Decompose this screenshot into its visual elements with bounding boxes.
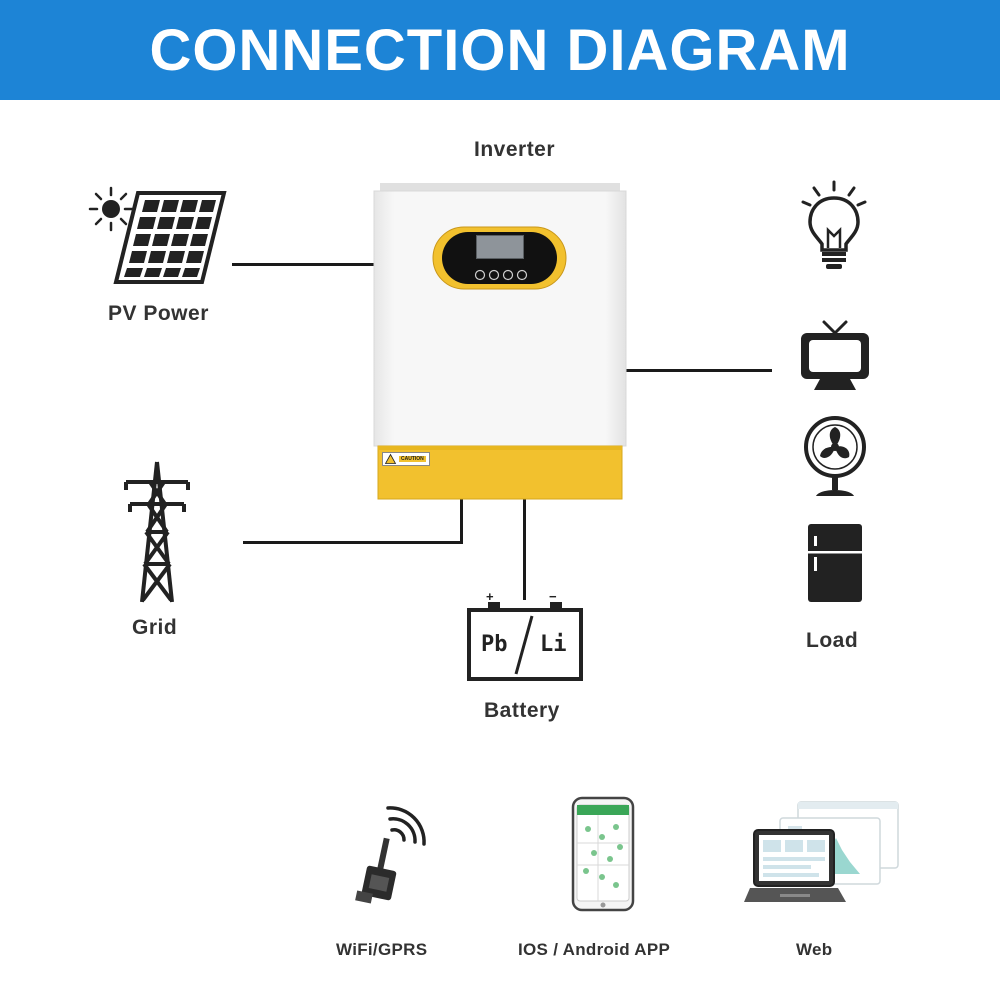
header-banner: CONNECTION DIAGRAM — [0, 0, 1000, 100]
caution-text: CAUTION — [399, 456, 426, 462]
solar-panel-icon — [112, 190, 228, 286]
battery-label: Battery — [484, 699, 560, 722]
light-bulb-icon — [800, 180, 868, 272]
grid-wire-horizontal — [243, 541, 463, 544]
battery-pb-text: Pb — [481, 632, 508, 657]
refrigerator-icon — [808, 524, 862, 604]
wifi-gprs-label: WiFi/GPRS — [336, 940, 428, 959]
grid-label: Grid — [132, 616, 178, 639]
battery-minus: − — [549, 589, 557, 604]
control-buttons — [474, 268, 530, 281]
diagram-title: CONNECTION DIAGRAM — [149, 17, 851, 83]
battery-plus: + — [486, 589, 494, 604]
pv-wire — [232, 263, 375, 266]
pv-power-label: PV Power — [108, 302, 209, 325]
lcd-screen — [476, 235, 524, 259]
sun-icon — [88, 186, 134, 232]
caution-sticker: CAUTION — [382, 452, 430, 466]
smartphone-app-icon — [571, 796, 635, 912]
warning-triangle-icon — [384, 453, 397, 464]
inverter-label: Inverter — [474, 138, 556, 161]
grid-wire-vertical — [460, 498, 463, 544]
transmission-tower-icon — [122, 460, 192, 604]
television-icon — [798, 320, 872, 392]
load-label: Load — [806, 629, 859, 652]
battery-wire — [523, 498, 526, 600]
battery-icon — [466, 594, 584, 682]
inverter-unit — [373, 183, 627, 500]
load-wire — [624, 369, 772, 372]
web-dashboard-icon — [744, 800, 902, 912]
web-label: Web — [796, 940, 833, 959]
battery-li-text: Li — [540, 632, 567, 657]
wifi-dongle-icon — [348, 806, 426, 910]
fan-icon — [802, 414, 868, 498]
mobile-app-label: IOS / Android APP — [518, 940, 671, 959]
